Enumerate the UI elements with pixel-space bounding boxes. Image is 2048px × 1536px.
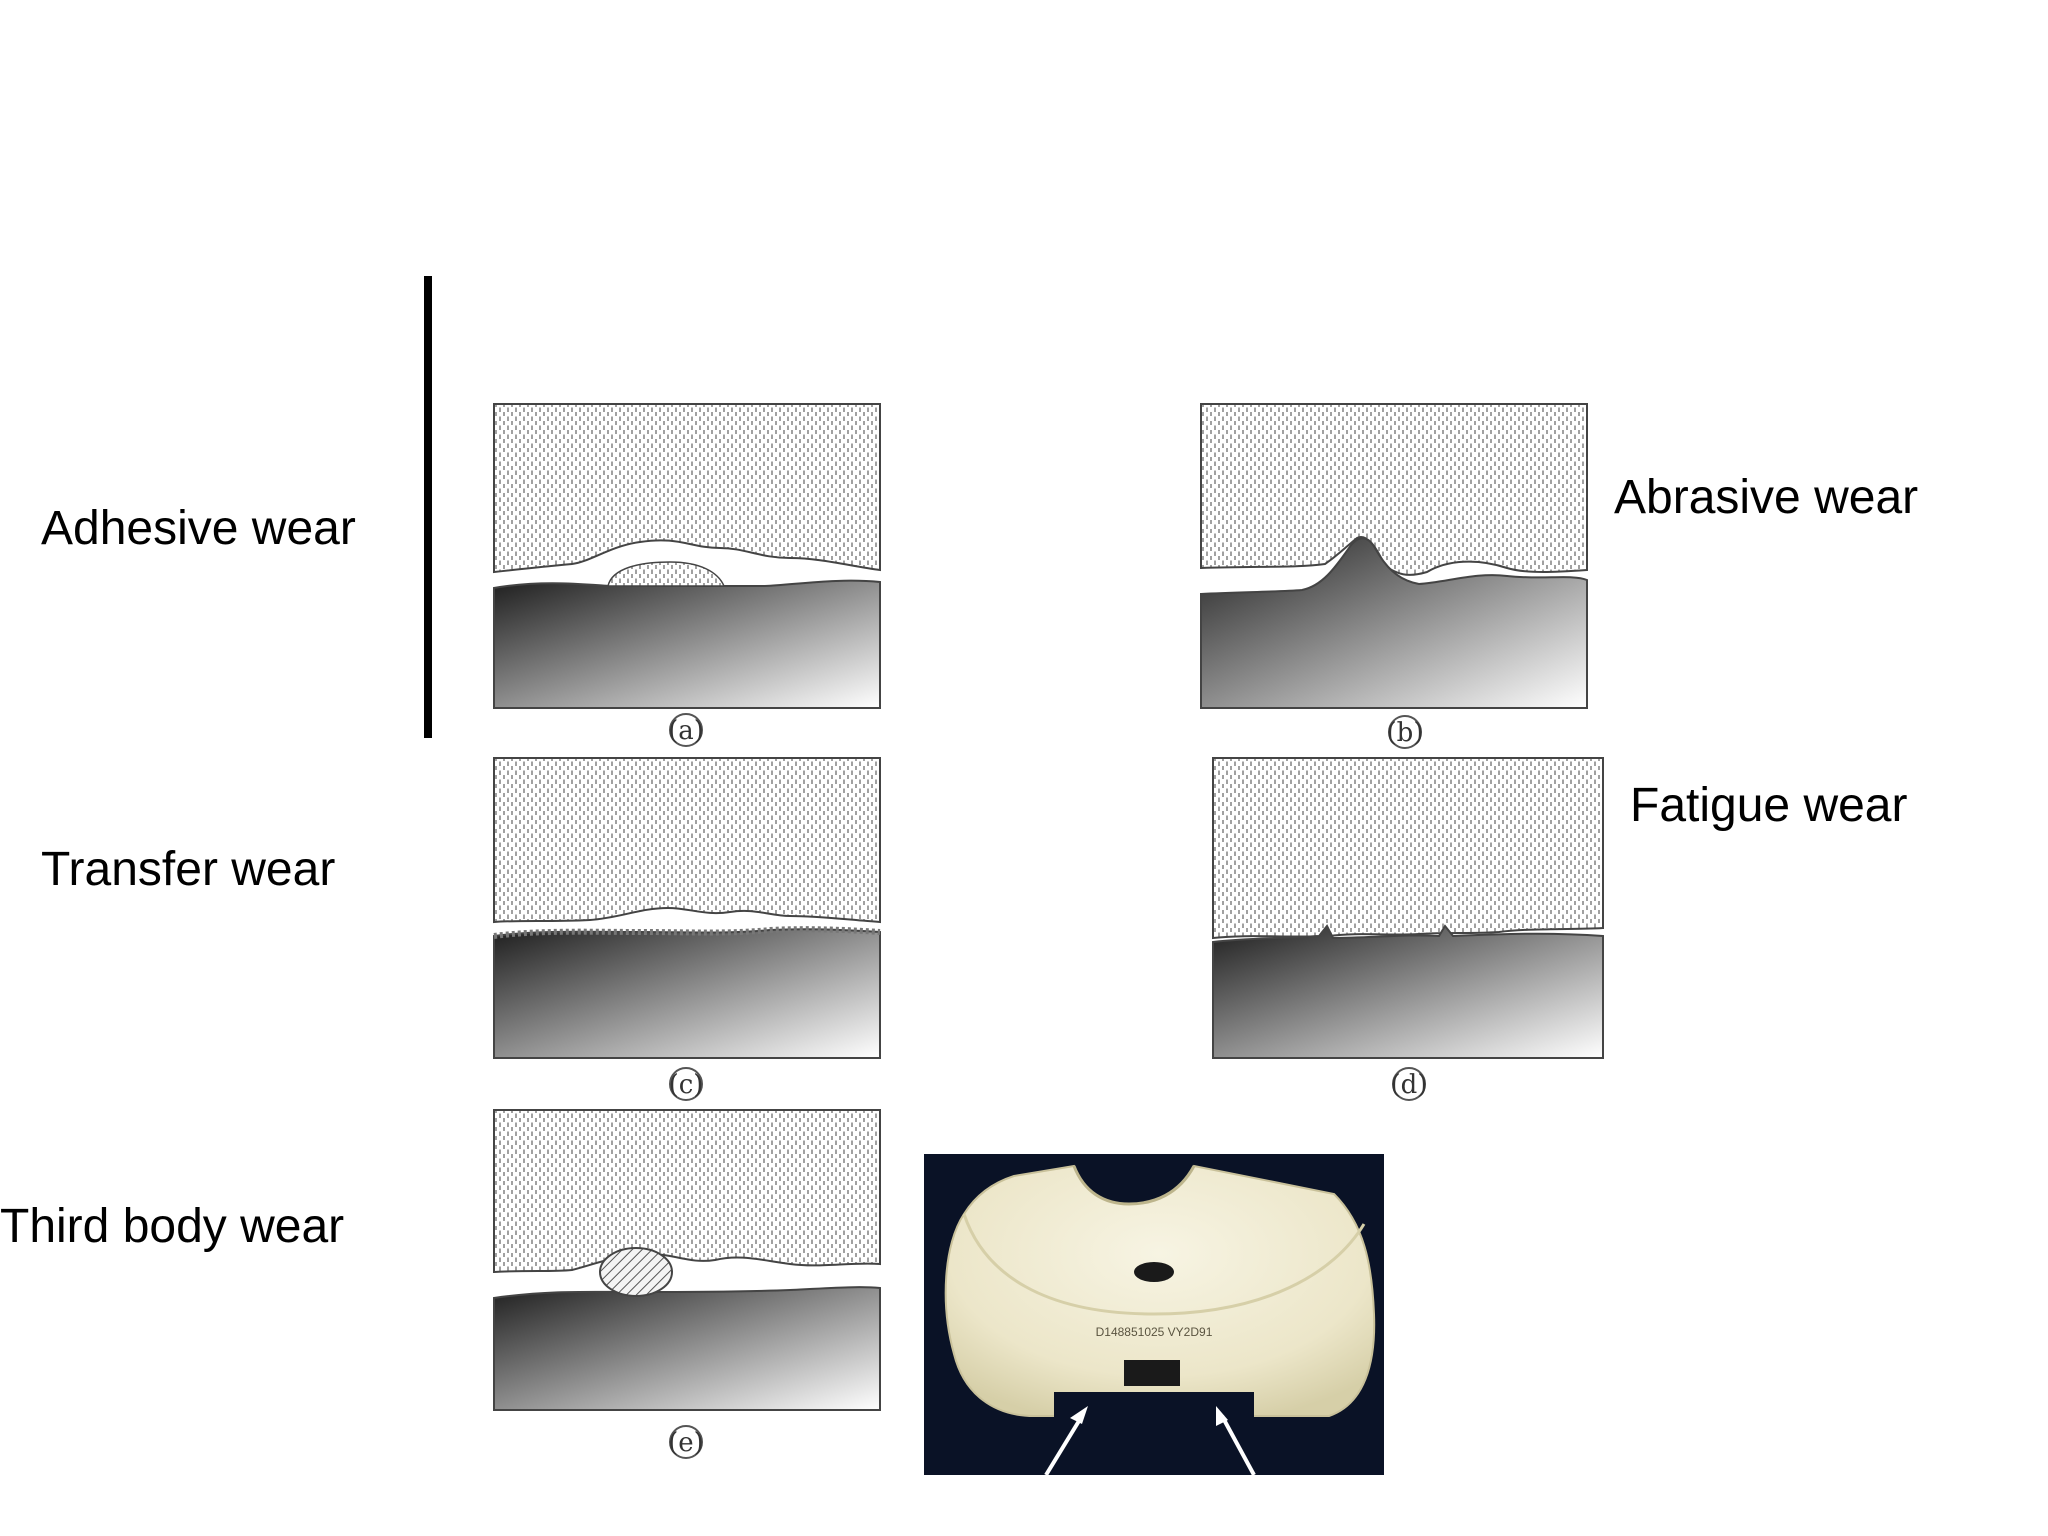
panel-b-lower-body: [1200, 537, 1588, 709]
arrow-right: [1220, 1415, 1256, 1475]
panel-c-diagram: (c): [493, 757, 881, 1101]
arrow-left: [1044, 1414, 1084, 1475]
panel-c-upper-body: [493, 757, 881, 924]
panel-a-upper-body: [493, 403, 881, 574]
panel-a-lower-body: [493, 579, 881, 709]
panel-c-caption: (c): [669, 1070, 704, 1100]
panel-b-caption: (b): [1387, 718, 1424, 748]
label-transfer-wear: Transfer wear: [41, 843, 336, 896]
insert-center-hole: [1134, 1262, 1174, 1282]
panel-a-adhered-particle: [607, 561, 726, 587]
panel-d-diagram: (d): [1212, 757, 1604, 1101]
label-abrasive-wear: Abrasive wear: [1614, 471, 1919, 524]
panel-c-lower-body: [493, 928, 881, 1059]
panel-e-third-body-particle: [599, 1247, 673, 1297]
label-third-body-wear: Third body wear: [0, 1200, 345, 1253]
insert-serial-text: D148851025 VY2D91: [1096, 1325, 1213, 1339]
panel-b-diagram: (b): [1200, 403, 1588, 749]
panel-a-caption: (a): [668, 716, 704, 746]
label-adhesive-wear: Adhesive wear: [41, 502, 356, 555]
panel-c-transfer-film: [493, 926, 881, 939]
panel-e-upper-body: [493, 1109, 881, 1274]
panel-b-upper-body: [1200, 403, 1588, 576]
panel-e-diagram: (e): [493, 1109, 881, 1459]
panel-d-caption: (d): [1391, 1070, 1428, 1100]
vertical-divider-line: [424, 276, 432, 738]
panel-d-upper-body: [1212, 757, 1604, 940]
tibial-insert-photo: D148851025 VY2D91: [924, 1154, 1384, 1475]
label-fatigue-wear: Fatigue wear: [1630, 779, 1908, 832]
panel-d-lower-body: [1212, 924, 1604, 1059]
insert-front-slot: [1124, 1360, 1180, 1386]
panel-e-caption: (e): [668, 1428, 704, 1458]
panel-a-diagram: (a): [493, 403, 881, 747]
panel-e-lower-body: [493, 1286, 881, 1411]
